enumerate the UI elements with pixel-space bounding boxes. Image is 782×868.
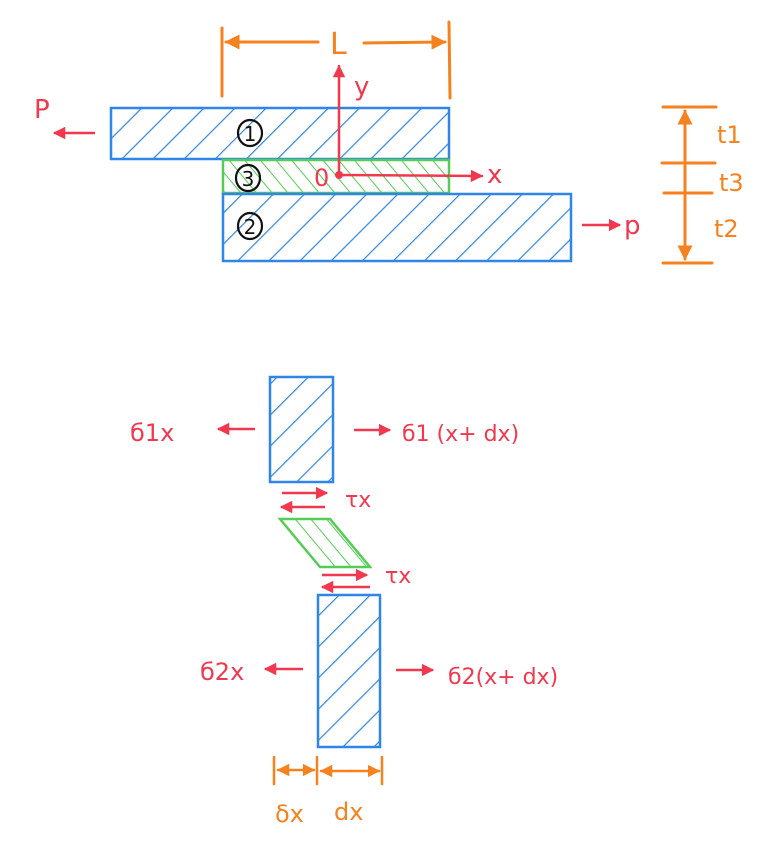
load-right-label: p <box>624 211 641 241</box>
sigma2-left-label: б2x <box>200 658 244 686</box>
dimension-tick-right <box>447 20 452 100</box>
thickness-label-t3: t3 <box>719 169 744 197</box>
dx-label: dx <box>334 798 363 826</box>
thickness-label-t1: t1 <box>717 121 742 149</box>
thickness-dimension <box>660 105 718 265</box>
adhesive-element <box>277 517 373 569</box>
thickness-label-t2: t2 <box>714 215 739 243</box>
sigma2-right-label: б2(x+ dx) <box>448 665 558 690</box>
origin-label: 0 <box>314 164 329 192</box>
element-1-adherend <box>268 375 335 484</box>
length-dimension <box>220 20 452 100</box>
load-left-label: P <box>34 95 50 125</box>
tau-bottom-label: τx <box>385 564 411 589</box>
displacement-dimensions <box>272 755 384 786</box>
y-axis-label: y <box>354 72 369 102</box>
top-figure: L 1 3 2 y x 0 P p <box>34 20 744 265</box>
element-2-adherend <box>316 593 382 749</box>
length-label: L <box>330 27 347 62</box>
layer-2-adherend <box>221 192 573 263</box>
coordinate-axes <box>332 64 484 183</box>
sigma1-right-label: б1 (x+ dx) <box>402 422 519 447</box>
layer-label-3: 3 <box>234 163 262 193</box>
layer-label-2: 2 <box>236 211 264 241</box>
x-axis-arrow <box>337 169 484 183</box>
tau-top-label: τx <box>345 488 371 513</box>
sigma1-left-label: б1x <box>130 419 174 447</box>
layer-label-1: 1 <box>236 118 264 148</box>
dimension-arrow-right <box>362 34 447 50</box>
layer-1-adherend <box>109 106 451 161</box>
svg-text:2: 2 <box>244 215 257 239</box>
svg-text:1: 1 <box>244 122 257 146</box>
origin-point <box>335 171 343 179</box>
svg-text:3: 3 <box>242 167 255 191</box>
bottom-figure: б1x б1 (x+ dx) τx τx б2x б2(x+ dx) δx <box>130 375 558 828</box>
x-axis-label: x <box>487 160 502 190</box>
delta-label: δx <box>275 800 304 828</box>
